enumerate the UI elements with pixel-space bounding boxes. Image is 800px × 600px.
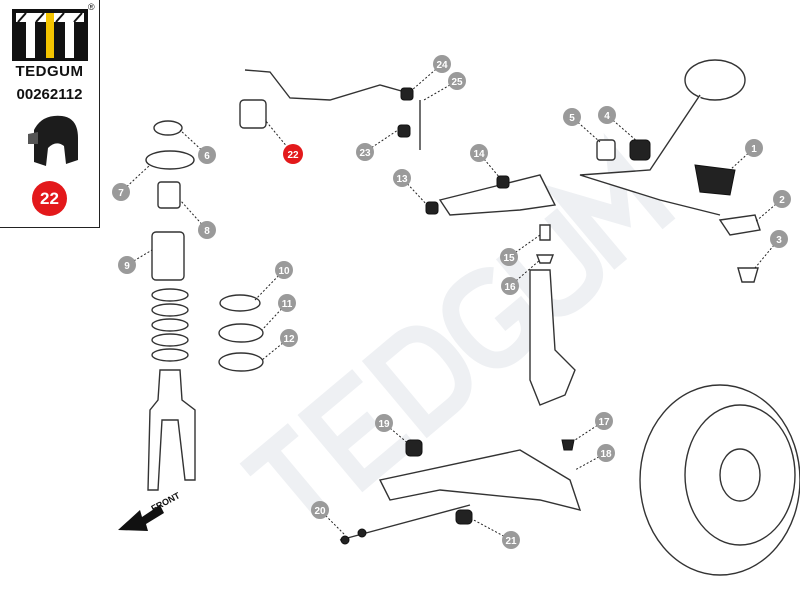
ball-joint-boot	[561, 439, 575, 451]
callout-21: 21	[502, 531, 520, 549]
callout-22-highlighted: 22	[283, 144, 303, 164]
arm-bushing	[496, 175, 510, 189]
bushing-product-image	[28, 115, 78, 166]
coil-spring	[151, 288, 189, 362]
strut-body	[147, 369, 196, 491]
callout-19: 19	[375, 414, 393, 432]
svg-text:16: 16	[504, 282, 516, 293]
bearing	[218, 323, 264, 343]
dust-boot	[151, 231, 185, 281]
callout-14: 14	[470, 144, 488, 162]
highlighted-position-badge: 22	[32, 181, 67, 216]
steering-wheel	[684, 59, 746, 101]
part-number: 00262112	[16, 86, 83, 103]
strut-rod-bushing	[455, 509, 473, 525]
callout-1: 1	[745, 139, 763, 157]
tie-rod-boot	[737, 267, 759, 283]
spring-seat	[218, 352, 264, 372]
washer	[340, 535, 350, 545]
svg-text:11: 11	[282, 299, 293, 310]
svg-text:2: 2	[779, 195, 785, 206]
callout-10: 10	[275, 261, 293, 279]
svg-text:23: 23	[359, 148, 371, 159]
rack-bushing	[596, 139, 616, 161]
svg-text:14: 14	[473, 149, 485, 160]
svg-text:9: 9	[124, 261, 130, 272]
callout-20: 20	[311, 501, 329, 519]
ball-joint-boot	[535, 254, 555, 264]
callout-13: 13	[393, 169, 411, 187]
svg-text:7: 7	[118, 188, 124, 199]
steering-boot	[694, 164, 736, 196]
callout-8: 8	[198, 221, 216, 239]
svg-text:22: 22	[287, 150, 299, 161]
callout-18: 18	[597, 444, 615, 462]
strut-bearing	[145, 150, 195, 170]
callout-2: 2	[773, 190, 791, 208]
callout-25: 25	[448, 72, 466, 90]
ball-joint	[539, 224, 551, 241]
washer	[357, 528, 367, 538]
product-info-panel: ® TEDGUM 00262112 22	[0, 0, 100, 228]
callout-6: 6	[198, 146, 216, 164]
rack-bushing	[629, 139, 651, 161]
arm-bushing	[425, 201, 439, 215]
svg-text:3: 3	[776, 235, 782, 246]
svg-text:19: 19	[378, 419, 390, 430]
svg-text:4: 4	[604, 111, 610, 122]
callout-12: 12	[280, 329, 298, 347]
callout-11: 11	[278, 294, 296, 312]
svg-text:17: 17	[598, 417, 610, 428]
lower-control-arm	[378, 449, 582, 511]
callout-24: 24	[433, 55, 451, 73]
svg-text:12: 12	[283, 334, 295, 345]
registered-mark: ®	[88, 2, 95, 12]
callout-23: 23	[356, 143, 374, 161]
svg-text:8: 8	[204, 226, 210, 237]
front-arrow-icon	[118, 505, 164, 531]
callout-3: 3	[770, 230, 788, 248]
svg-text:25: 25	[451, 77, 463, 88]
callout-17: 17	[595, 412, 613, 430]
callout-9: 9	[118, 256, 136, 274]
svg-text:1: 1	[751, 144, 757, 155]
spring-seat	[219, 294, 261, 312]
callout-7: 7	[112, 183, 130, 201]
stabilizer-bar	[244, 69, 406, 101]
svg-text:24: 24	[436, 60, 448, 71]
callout-16: 16	[501, 277, 519, 295]
wheel	[639, 384, 800, 576]
svg-text:5: 5	[569, 113, 575, 124]
link-bushing	[400, 87, 414, 101]
svg-text:21: 21	[505, 536, 517, 547]
steering-knuckle	[529, 269, 576, 406]
strut-mount	[153, 120, 183, 136]
callout-4: 4	[598, 106, 616, 124]
callout-15: 15	[500, 248, 518, 266]
bump-stop	[157, 181, 181, 209]
brand-name: TEDGUM	[15, 63, 84, 80]
link-bushing	[397, 124, 411, 138]
tie-rod-end	[718, 214, 761, 236]
svg-text:10: 10	[278, 266, 290, 277]
stabilizer-bushing-22	[239, 99, 267, 129]
svg-text:6: 6	[204, 151, 210, 162]
svg-text:13: 13	[396, 174, 408, 185]
svg-text:20: 20	[314, 506, 326, 517]
tedgum-logo	[12, 9, 88, 61]
svg-text:18: 18	[600, 449, 612, 460]
callout-5: 5	[563, 108, 581, 126]
svg-text:15: 15	[503, 253, 515, 264]
arm-bushing	[405, 439, 423, 457]
steering-column	[579, 94, 721, 216]
